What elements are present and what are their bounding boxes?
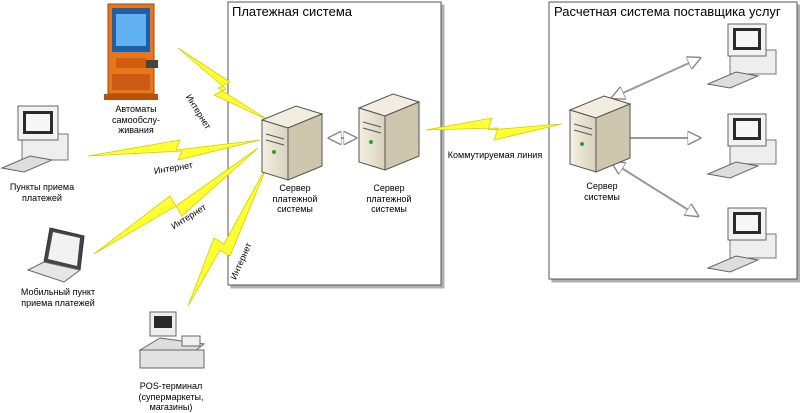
laptop-label-line: приема платежей [21,297,95,308]
client-arrow-3 [612,162,698,216]
server-1-label-line: системы [277,204,313,214]
dialup-label: Коммутируемая линия [447,150,543,160]
payment-system-title: Платежная система [232,4,352,19]
internet-link-pc [87,139,261,161]
internet-link-laptop [93,147,259,255]
pos-terminal-label-line: (супермаркеты, [138,391,204,402]
server-2-label-line: платежной [366,193,412,204]
pc-label-line: Пункты приема [9,182,75,192]
pos-terminal-label-line: магазины) [149,402,193,412]
server-icon-2 [357,93,421,171]
client-pc-icon-1 [706,23,777,89]
pos-terminal-label-line: POS-терминал [139,381,203,391]
server-2-label-line: Сервер [373,183,405,193]
server-1-label-line: платежной [272,193,318,204]
pc-icon [0,105,69,173]
client-pc-icon-3 [706,207,777,273]
server-2-label: Сервер платежной системы [350,183,428,215]
server-icon-1 [260,105,324,181]
client-pc-icon-2 [706,113,777,179]
server-icon-3 [568,95,632,173]
server-2-label-line: системы [371,204,407,214]
pc-label: Пункты приема платежей [0,182,84,203]
server-1-label-line: Сервер [279,183,311,193]
pos-terminal-icon [138,311,206,369]
server-1-label: Сервер платежной системы [256,183,334,215]
kiosk-icon [104,3,158,100]
laptop-icon [26,227,85,283]
laptop-label: Мобильный пункт приема платежей [6,287,110,308]
provider-system-title: Расчетная система поставщика услуг [554,4,781,19]
kiosk-label-line: самообслу- [111,114,160,125]
laptop-label-line: Мобильный пункт [20,287,96,297]
client-arrow-1 [612,58,700,98]
dialup-link [425,117,563,141]
server-3-label: Сервер системы [566,181,638,202]
kiosk-label-line: Автоматы [115,104,157,114]
kiosk-label-line: живания [118,125,154,135]
pos-terminal-label: POS-терминал (супермаркеты, магазины) [126,381,216,413]
kiosk-label: Автоматы самообслу- живания [96,104,176,136]
server-3-label-line: Сервер [586,181,618,191]
pc-label-line: платежей [22,192,62,203]
server-3-label-line: системы [584,191,620,202]
